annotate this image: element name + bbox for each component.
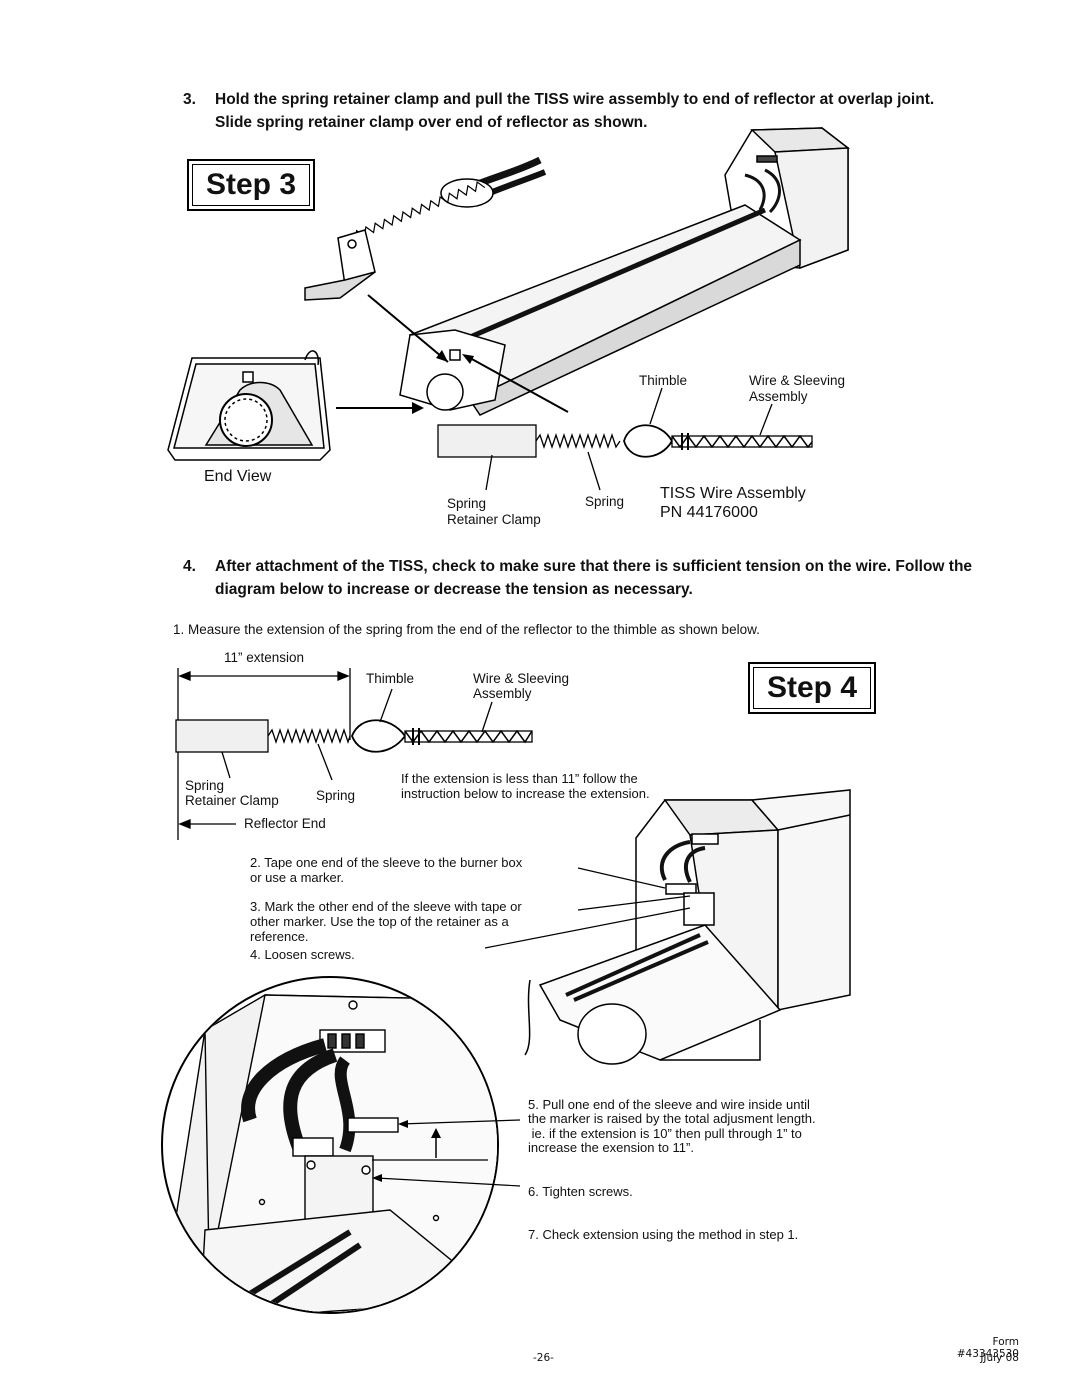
page-number: -26- — [533, 1352, 554, 1364]
step4-wire-sleeving-label-1: Wire & Sleeving — [473, 671, 570, 686]
less-than-note-1: If the extension is less than 11” follow… — [401, 771, 638, 786]
instruction-4-line1: After attachment of the TISS, check to m… — [215, 558, 973, 575]
measure-instruction: 1. Measure the extension of the spring f… — [173, 622, 760, 637]
step3-spring-retainer-label-1: Spring — [447, 496, 487, 511]
step3-thimble-label: Thimble — [639, 373, 688, 388]
footer-date: JJuly 08 — [980, 1352, 1019, 1364]
note-7: 7. Check extension using the method in s… — [528, 1227, 799, 1242]
instruction-step-3: 3. Hold the spring retainer clamp and pu… — [183, 88, 1063, 134]
note-3-line2: other marker. Use the top of the retaine… — [250, 914, 509, 929]
form-number: Form #43343530 — [956, 1336, 1019, 1360]
instruction-3-line2: Slide spring retainer clamp over end of … — [215, 114, 648, 131]
note-6: 6. Tighten screws. — [528, 1184, 633, 1199]
step4-wire-sleeving-label-2: Assembly — [473, 686, 532, 701]
step3-spring-retainer-label-2: Retainer Clamp — [447, 512, 541, 527]
step-3-box: Step 3 — [187, 159, 315, 211]
note-3-line1: 3. Mark the other end of the sleeve with… — [250, 899, 522, 914]
step3-wire-sleeving-label-1: Wire & Sleeving — [749, 373, 846, 388]
retainer-bracket-drawing — [304, 229, 376, 301]
instruction-3-number: 3. — [183, 91, 196, 108]
step4-thimble-label: Thimble — [366, 671, 415, 686]
note-2-line2: or use a marker. — [250, 870, 344, 885]
step4-spring-label: Spring — [316, 788, 356, 803]
step4-spring-retainer-label-1: Spring — [185, 778, 225, 793]
note-5-line1: 5. Pull one end of the sleeve and wire i… — [528, 1097, 810, 1112]
note-5-line4: increase the exension to 11”. — [528, 1140, 694, 1155]
reflector-end-clamp-drawing — [399, 329, 506, 411]
note-3-line3: reference. — [250, 929, 309, 944]
note-4: 4. Loosen screws. — [250, 947, 355, 962]
end-view-label: End View — [204, 468, 272, 485]
instruction-step-4: 4. After attachment of the TISS, check t… — [183, 555, 1063, 601]
instruction-3-line1: Hold the spring retainer clamp and pull … — [215, 91, 935, 108]
extension-label: 11” extension — [224, 650, 305, 665]
burner-box-adjust-drawing — [524, 789, 851, 1065]
note-5-line3: ie. if the extension is 10” then pull th… — [528, 1126, 802, 1141]
tiss-assembly-label: TISS Wire Assembly — [660, 485, 806, 502]
step4-spring-retainer-label-2: Retainer Clamp — [185, 793, 279, 808]
tiss-wire-assembly-drawing — [437, 424, 813, 458]
step-4-label: Step 4 — [766, 671, 858, 704]
end-view-drawing — [167, 350, 331, 461]
spring-top-drawing — [354, 180, 486, 241]
extension-measure-drawing — [175, 668, 533, 840]
instruction-4-line2: diagram below to increase or decrease th… — [215, 581, 693, 598]
tiss-part-number: PN 44176000 — [660, 504, 758, 521]
reflector-end-label: Reflector End — [244, 816, 326, 831]
note-5-line2: the marker is raised by the total adjusm… — [528, 1111, 816, 1126]
magnified-detail-drawing — [161, 976, 521, 1314]
instruction-4-number: 4. — [183, 558, 196, 575]
step3-spring-label: Spring — [585, 494, 625, 509]
step-4-box: Step 4 — [748, 662, 876, 714]
step3-wire-sleeving-label-2: Assembly — [749, 389, 808, 404]
step-3-label: Step 3 — [205, 168, 297, 201]
reflector-drawing — [408, 168, 802, 416]
less-than-note-2: instruction below to increase the extens… — [401, 786, 650, 801]
note-2-line1: 2. Tape one end of the sleeve to the bur… — [250, 855, 523, 870]
